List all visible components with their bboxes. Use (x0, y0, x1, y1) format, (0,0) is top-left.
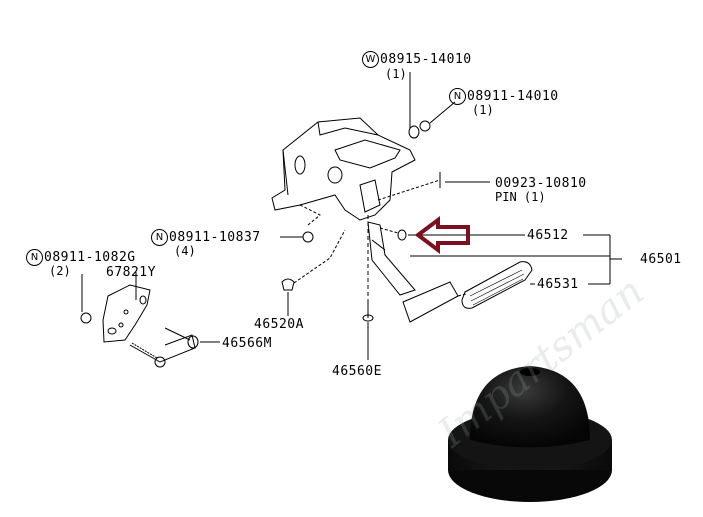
callout-part-number[interactable]: 46531 (537, 277, 579, 292)
callout-part-number[interactable]: 08911-10837 (169, 230, 261, 245)
callout-qty: (1) (385, 67, 407, 81)
callout-part-number[interactable]: 08911-1082G (44, 250, 136, 265)
callout-part-number[interactable]: 08915-14010 (380, 52, 472, 67)
callout-qty: (1) (472, 103, 494, 117)
nut-symbol-icon: N (449, 88, 466, 105)
callout-part-number[interactable]: 46520A (254, 317, 304, 332)
callout-part-number[interactable]: 46560E (332, 364, 382, 379)
highlight-arrow-icon (414, 216, 470, 254)
callout-qty: (4) (174, 244, 196, 258)
callout-qty: PIN (1) (495, 190, 546, 204)
callout-part-number-highlighted[interactable]: 46512 (527, 228, 569, 243)
nut-symbol-icon: N (151, 229, 168, 246)
callout-part-number[interactable]: 08911-14010 (467, 89, 559, 104)
nut-symbol-icon: N (26, 249, 43, 266)
callout-part-number[interactable]: 46566M (222, 336, 272, 351)
washer-symbol-icon: W (362, 51, 379, 68)
callout-part-number[interactable]: 67821Y (106, 265, 156, 280)
callout-qty: (2) (49, 264, 71, 278)
callout-part-number[interactable]: 00923-10810 (495, 176, 587, 191)
part-photo (448, 366, 612, 502)
callout-part-number[interactable]: 46501 (640, 252, 682, 267)
